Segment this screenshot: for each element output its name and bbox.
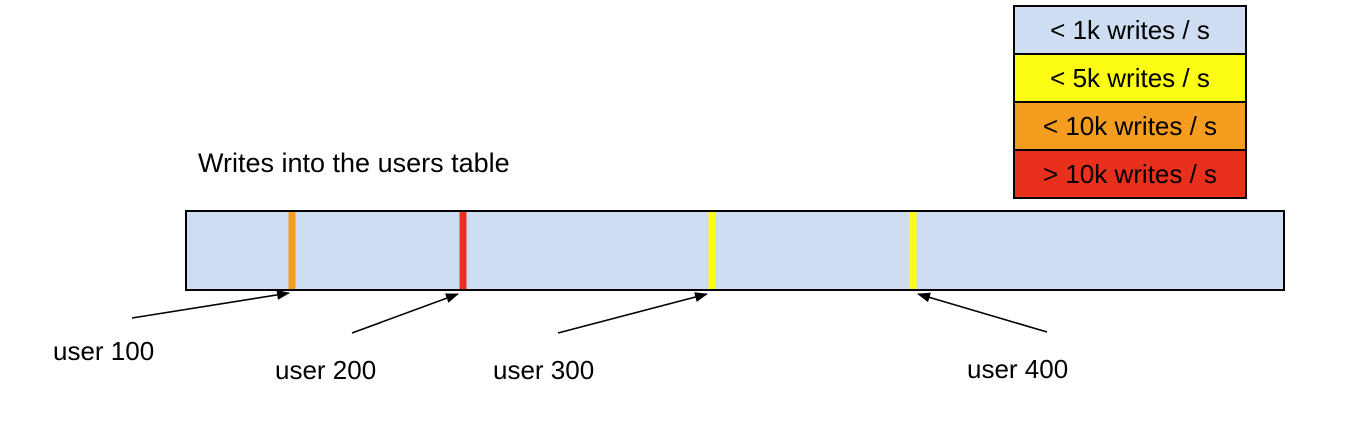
legend-row-over-10k: > 10k writes / s — [1015, 151, 1245, 197]
legend-label-over-10k: > 10k writes / s — [1042, 158, 1218, 189]
write-rate-legend: < 1k writes / s < 5k writes / s < 10k wr… — [1013, 5, 1247, 199]
hot-stripe-user-200 — [459, 212, 467, 289]
arrow-user-300 — [557, 292, 708, 334]
legend-label-under-1k: < 1k writes / s — [1050, 14, 1210, 45]
hot-stripe-user-300 — [708, 212, 716, 289]
legend-row-under-1k: < 1k writes / s — [1015, 7, 1245, 55]
legend-row-under-5k: < 5k writes / s — [1015, 55, 1245, 103]
arrow-user-200 — [351, 293, 459, 334]
legend-label-under-10k: < 10k writes / s — [1042, 110, 1218, 141]
marker-label-user-400: user 400 — [967, 354, 1069, 384]
hot-stripe-user-100 — [288, 212, 296, 289]
marker-label-user-200: user 200 — [275, 355, 377, 385]
diagram-title: Writes into the users table — [198, 148, 510, 178]
marker-label-user-100: user 100 — [53, 336, 155, 366]
arrow-user-400 — [917, 292, 1048, 333]
hot-stripe-user-400 — [909, 212, 917, 289]
legend-row-under-10k: < 10k writes / s — [1015, 103, 1245, 151]
legend-label-under-5k: < 5k writes / s — [1050, 62, 1210, 93]
users-table-bar — [185, 210, 1285, 291]
arrow-user-100 — [131, 289, 290, 319]
marker-label-user-300: user 300 — [493, 355, 595, 385]
